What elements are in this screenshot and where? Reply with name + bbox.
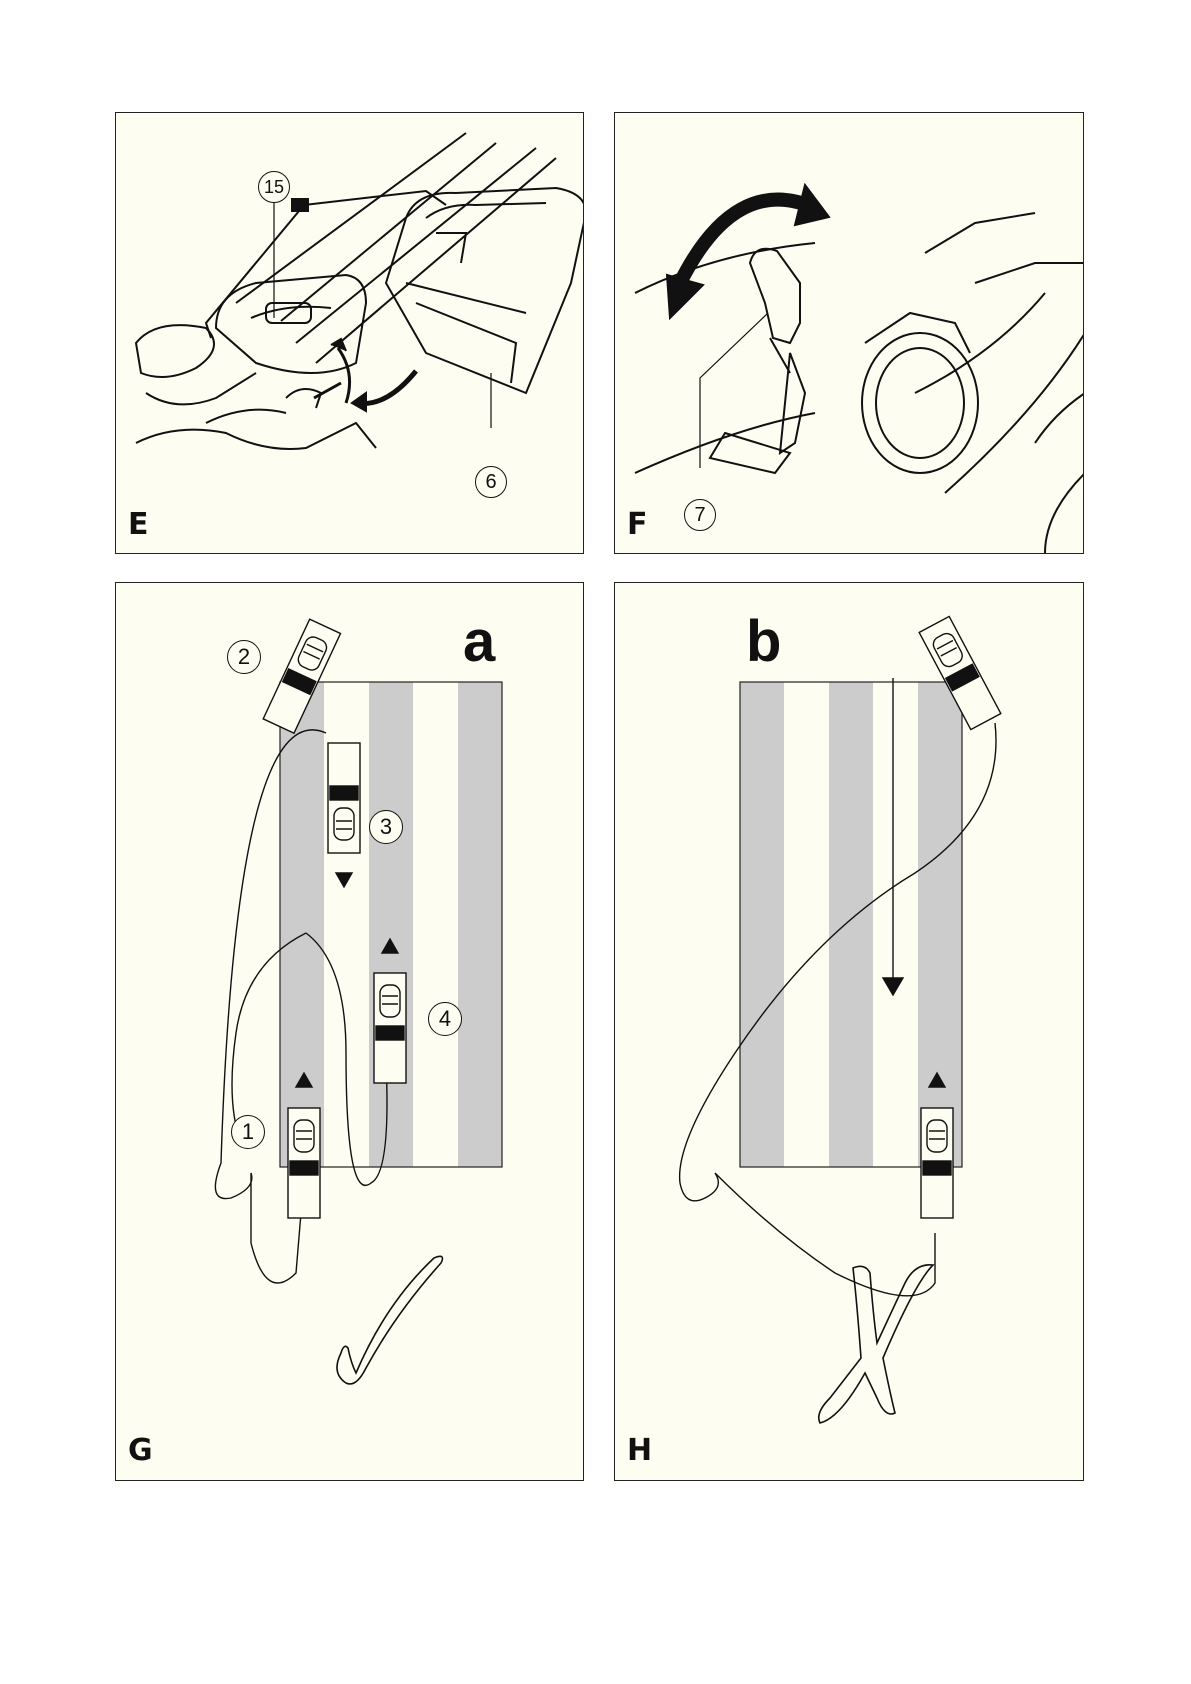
height-adjust-lever-illustration xyxy=(615,113,1084,554)
panel-label: G xyxy=(128,1433,153,1468)
callout-3: 3 xyxy=(369,810,403,844)
panel-label: F xyxy=(627,507,648,542)
callout-15: 15 xyxy=(258,171,290,203)
mower-icon xyxy=(328,743,360,887)
callout-1: 1 xyxy=(231,1115,265,1149)
cross-icon xyxy=(819,1265,933,1423)
callout-2: 2 xyxy=(227,640,261,674)
layout-letter: b xyxy=(746,613,781,671)
figure-panel-f: 7 F xyxy=(614,112,1084,554)
panel-label: H xyxy=(627,1433,652,1468)
callout-4: 4 xyxy=(428,1002,462,1036)
mower-icon xyxy=(263,619,340,733)
figure-panel-e: 15 6 E xyxy=(115,112,584,554)
figure-panel-h: b H xyxy=(614,582,1084,1481)
callout-7: 7 xyxy=(684,499,716,531)
figure-panel-g: a 1 2 3 4 G xyxy=(115,582,584,1481)
callout-6: 6 xyxy=(475,466,507,498)
grass-catcher-removal-illustration xyxy=(116,113,584,554)
layout-letter: a xyxy=(463,613,495,671)
correct-mowing-pattern-diagram xyxy=(116,583,584,1481)
panel-label: E xyxy=(128,507,149,542)
incorrect-mowing-pattern-diagram xyxy=(615,583,1084,1481)
checkmark-icon xyxy=(337,1256,442,1384)
